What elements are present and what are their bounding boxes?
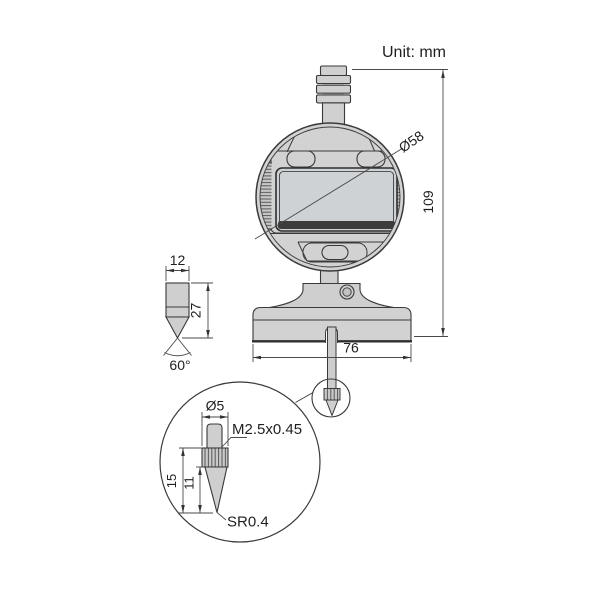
cable-connector xyxy=(315,65,352,127)
detail-cone xyxy=(204,466,228,513)
thread-spec-label: M2.5x0.45 xyxy=(232,421,302,438)
bottom-housing-line xyxy=(297,241,308,262)
unit-label: Unit: mm xyxy=(382,44,446,61)
contact-length-label: 27 xyxy=(188,303,204,319)
arrowhead xyxy=(206,283,210,291)
dial-button-bottom xyxy=(321,244,349,261)
dial-face xyxy=(260,128,400,263)
leader-line xyxy=(254,147,404,240)
indicator-dial xyxy=(255,122,405,272)
arrowhead xyxy=(441,328,445,336)
arrowhead xyxy=(253,355,261,360)
base xyxy=(252,306,412,343)
arrowhead xyxy=(202,415,210,419)
dimension-base-width: 76 xyxy=(252,340,412,362)
cone-length-label: 11 xyxy=(182,476,197,490)
knurl-band-left xyxy=(260,163,272,230)
dimension-tip-angle: 60° xyxy=(163,337,192,373)
angle-line xyxy=(177,337,192,356)
arrowhead xyxy=(181,448,185,456)
contact-body xyxy=(165,282,190,318)
connector-cap xyxy=(319,65,348,77)
callout-connector-line xyxy=(295,392,314,403)
leader-line xyxy=(216,512,227,521)
spindle-knurl xyxy=(323,388,341,401)
arrowhead xyxy=(206,330,210,338)
angle-arc xyxy=(164,352,191,357)
arrowhead xyxy=(403,355,411,360)
leader-line xyxy=(221,437,247,448)
dimension-thread-spec: M2.5x0.45 xyxy=(221,421,302,448)
arrowhead xyxy=(220,415,228,419)
dimension-cone-length: 11 xyxy=(182,466,204,513)
detail-callout-circle-small xyxy=(311,378,351,418)
contact-width-label: 12 xyxy=(170,252,186,268)
dial-inner-ring xyxy=(259,126,401,268)
spindle-cone-tip xyxy=(325,399,339,417)
dimension-tip-radius: SR0.4 xyxy=(216,512,269,531)
knurled-collar xyxy=(201,447,229,468)
bezel-diameter-label: Ø58 xyxy=(396,127,427,155)
connector-rib xyxy=(315,94,352,104)
dimension-total-length: 15 xyxy=(164,447,213,514)
clamp-body xyxy=(262,282,401,310)
contact-point-detail-view: Ø5 M2.5x0.45 15 11 SR0.4 xyxy=(159,381,321,543)
clamp-screw-inner xyxy=(342,287,352,297)
bottom-button-recess xyxy=(302,242,368,263)
contact-cone xyxy=(165,316,190,340)
connector-rib xyxy=(315,74,352,85)
dial-button-left xyxy=(286,150,316,168)
tip-angle-label: 60° xyxy=(169,357,190,373)
base-width-label: 76 xyxy=(343,340,359,356)
angle-line xyxy=(163,337,178,356)
thread-stud xyxy=(206,423,223,449)
dimension-length: 27 xyxy=(182,282,213,339)
arrowhead xyxy=(166,268,174,273)
dimension-width: 12 xyxy=(165,252,190,281)
lcd-display xyxy=(275,167,398,232)
contact-point-side-view: 12 27 60° xyxy=(163,252,213,373)
lcd-bottom-band xyxy=(278,221,395,229)
dial-button-right xyxy=(356,150,386,168)
tip-radius-label: SR0.4 xyxy=(227,514,269,531)
spindle xyxy=(311,326,351,418)
connector-rib xyxy=(315,84,352,94)
arrowhead xyxy=(441,70,445,78)
total-length-label: 15 xyxy=(164,474,179,488)
total-height-label: 109 xyxy=(420,190,436,214)
arrowhead xyxy=(198,505,202,513)
collar-diameter-label: Ø5 xyxy=(206,398,225,414)
dimension-total-height: 109 xyxy=(352,69,448,337)
arrowhead xyxy=(181,268,189,273)
arrowhead xyxy=(198,467,202,475)
arrowhead xyxy=(181,505,185,513)
